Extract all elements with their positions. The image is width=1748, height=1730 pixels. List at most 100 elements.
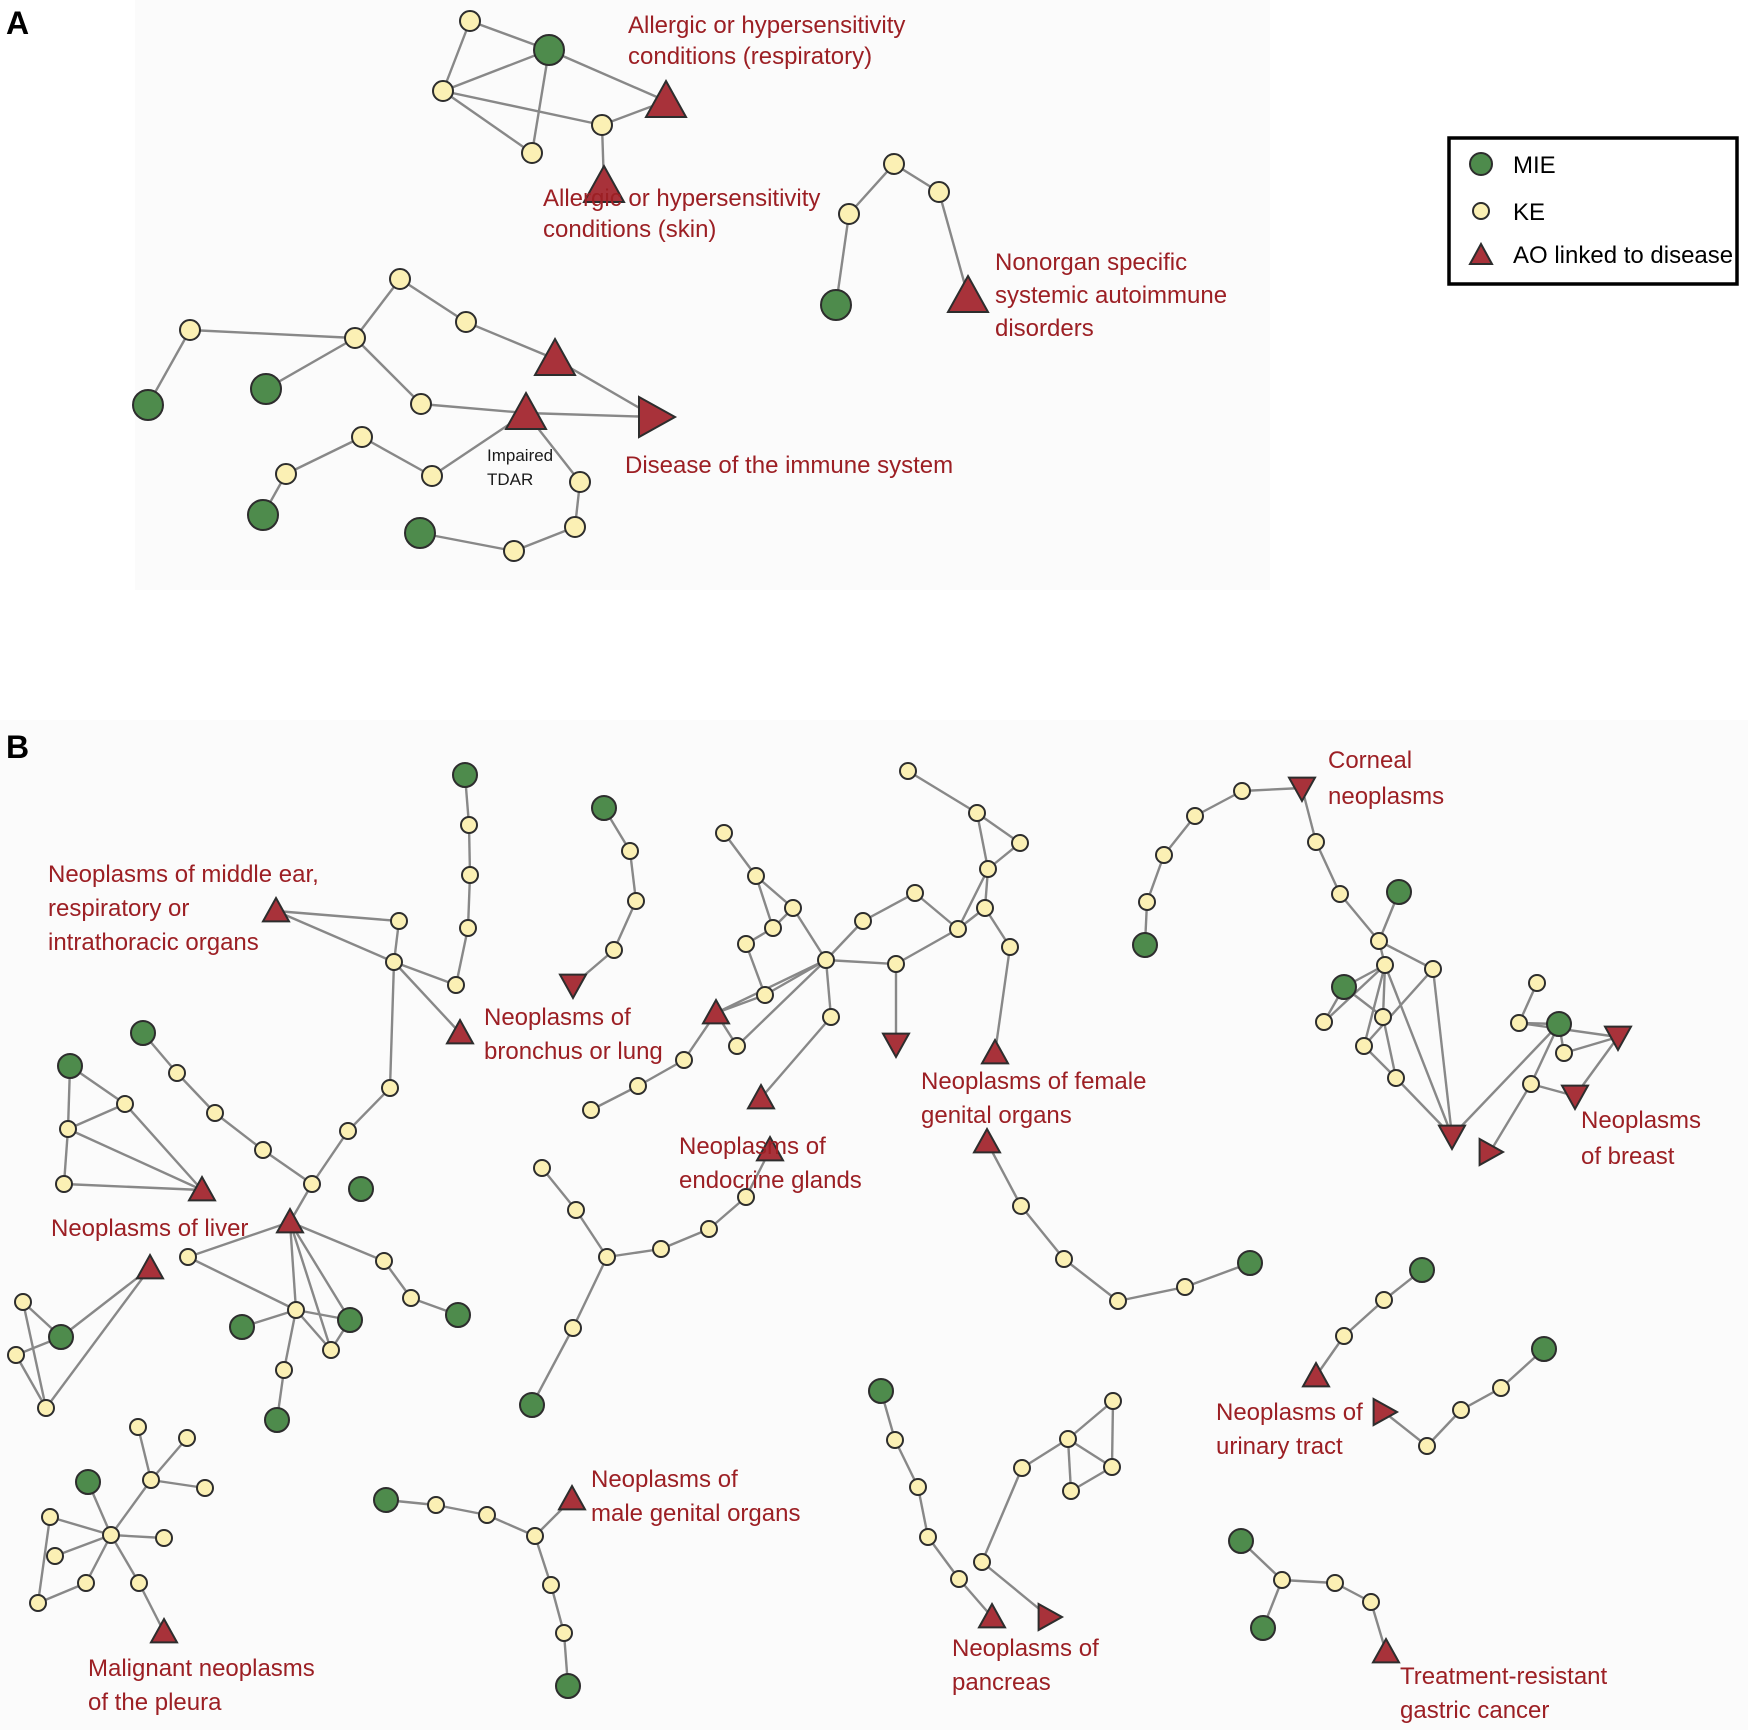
ao-node (977, 1601, 1007, 1629)
edge (1110, 1400, 1115, 1468)
edge (265, 336, 356, 391)
edge (1339, 893, 1380, 942)
ke-node (1387, 1069, 1405, 1087)
ke-node (533, 1159, 551, 1177)
mie-node (555, 1673, 581, 1699)
ke-node (629, 1077, 647, 1095)
ke-node (979, 860, 997, 878)
ke-node (1376, 956, 1394, 974)
ke-node (461, 866, 479, 884)
panel-a-letter: A (6, 5, 29, 41)
edge (914, 892, 959, 930)
label-line: of the pleura (88, 1689, 222, 1716)
edge (1563, 1035, 1619, 1055)
ao-node (1603, 1025, 1633, 1053)
ke-node (1355, 1037, 1373, 1055)
ke-node (1326, 1574, 1344, 1592)
ke-node (1062, 1482, 1080, 1500)
ke-node (1103, 1458, 1121, 1476)
ao-node (558, 973, 588, 1001)
liver-label: Neoplasms of liver (51, 1215, 248, 1242)
edge (993, 946, 1012, 1054)
ke-node (627, 892, 645, 910)
ke-node (390, 912, 408, 930)
edge (1363, 968, 1434, 1047)
legend-mie-label: MIE (1513, 152, 1556, 179)
ke-node (339, 1122, 357, 1140)
ke-node (582, 1101, 600, 1119)
edge (288, 1221, 298, 1311)
ke-node (129, 1418, 147, 1436)
ke-node (1055, 1250, 1073, 1268)
edge (214, 1112, 264, 1151)
ke-node (737, 1188, 755, 1206)
label-line: conditions (respiratory) (628, 43, 872, 70)
ke-node (46, 1547, 64, 1565)
ke-node (976, 899, 994, 917)
ke-node (178, 1429, 196, 1447)
ke-node (37, 1399, 55, 1417)
ao-node (638, 395, 678, 439)
ke-node (1013, 1459, 1031, 1477)
label-line: Neoplasms of female (921, 1068, 1146, 1095)
ke-node (1001, 938, 1019, 956)
label-line: conditions (skin) (543, 216, 716, 243)
mie-node (1386, 879, 1412, 905)
immune-label: Disease of the immune system (625, 452, 953, 479)
ke-node (1528, 974, 1546, 992)
edge (442, 90, 533, 154)
edge (21, 1301, 48, 1409)
ke-node (179, 1248, 197, 1266)
ke-node (1331, 885, 1349, 903)
ke-node (949, 920, 967, 938)
edge (975, 812, 990, 870)
ke-node (29, 1594, 47, 1612)
edge (282, 1309, 298, 1371)
ao-node (946, 273, 990, 313)
edge (1117, 1285, 1186, 1303)
ke-node (521, 142, 543, 164)
ke-node (427, 1496, 445, 1514)
ke-node (1510, 1014, 1528, 1032)
label-line: male genital organs (591, 1500, 800, 1527)
ke-node (447, 976, 465, 994)
mie-node (373, 1487, 399, 1513)
ke-node (1233, 782, 1251, 800)
legend-mie-icon (1469, 152, 1493, 176)
edge (1021, 1437, 1069, 1470)
edge (574, 1209, 609, 1258)
ke-node (764, 919, 782, 937)
mie-node (250, 373, 282, 405)
ao-node (445, 1017, 475, 1045)
label-line: Nonorgan specific (995, 249, 1187, 276)
mie-node (1250, 1615, 1276, 1641)
ke-node (605, 941, 623, 959)
edge (791, 907, 828, 961)
edge (49, 1515, 112, 1537)
ke-node (1418, 1437, 1436, 1455)
ke-node (887, 955, 905, 973)
ke-node (906, 884, 924, 902)
ke-node (7, 1346, 25, 1364)
edge (530, 49, 551, 154)
ke-node (1555, 1044, 1573, 1062)
ke-node (478, 1506, 496, 1524)
ao-node (1437, 1124, 1467, 1152)
label-line: Neoplasms of middle ear, (48, 861, 319, 888)
ke-node (542, 1576, 560, 1594)
label-line: genital organs (921, 1102, 1072, 1129)
label-line: disorders (995, 315, 1094, 342)
ao-node (1287, 776, 1317, 804)
ke-node (567, 1201, 585, 1219)
edge (311, 1130, 349, 1185)
ke-node (1335, 1327, 1353, 1345)
ke-node (402, 1289, 420, 1307)
ao-node (261, 895, 291, 923)
